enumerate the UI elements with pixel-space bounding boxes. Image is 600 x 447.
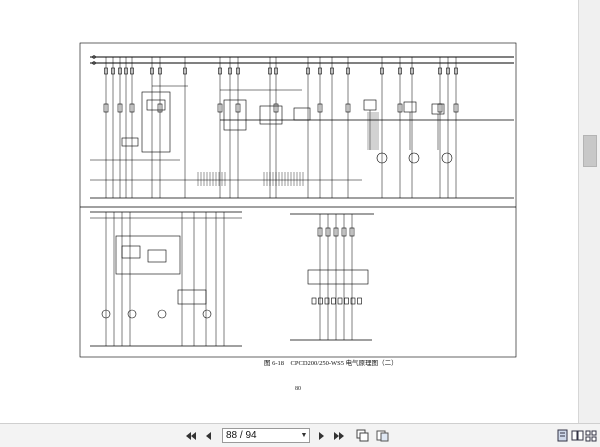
terminal-pin xyxy=(311,297,317,305)
fuse xyxy=(130,67,134,75)
fuse xyxy=(410,67,414,75)
fuse xyxy=(349,227,355,237)
fuse xyxy=(317,227,323,237)
terminal-strip xyxy=(307,269,369,285)
fuse xyxy=(333,227,339,237)
controller-block xyxy=(403,101,417,113)
dropdown-icon[interactable]: ▼ xyxy=(300,432,308,439)
resistor xyxy=(121,137,139,147)
terminal-pin xyxy=(344,297,349,305)
fuse xyxy=(268,67,272,75)
first-page-icon[interactable] xyxy=(183,428,199,443)
electrical-schematic xyxy=(79,42,517,358)
fuse xyxy=(306,67,310,75)
lamp-symbol xyxy=(157,309,167,319)
fuse xyxy=(236,67,240,75)
fuse xyxy=(274,67,278,75)
next-page-icon[interactable] xyxy=(313,428,329,443)
page-number: 80 xyxy=(295,386,301,392)
single-page-view-icon[interactable] xyxy=(554,428,570,443)
relay-module xyxy=(147,249,167,263)
relay-contact xyxy=(103,103,109,113)
relay-contact xyxy=(317,103,323,113)
relay-module xyxy=(223,99,247,131)
scrollbar-thumb[interactable] xyxy=(583,135,597,167)
relay-contact xyxy=(453,103,459,113)
control-module xyxy=(115,235,181,275)
copy-icon[interactable] xyxy=(354,428,370,443)
relay-module xyxy=(293,107,311,121)
page-number-field[interactable]: 88 / 94 ▼ xyxy=(222,428,310,443)
terminal-pin xyxy=(331,297,336,305)
fuse xyxy=(438,67,442,75)
motor-symbol xyxy=(376,152,388,164)
previous-page-icon[interactable] xyxy=(201,428,217,443)
vertical-scrollbar[interactable] xyxy=(578,0,600,423)
fuse xyxy=(398,67,402,75)
controller-block xyxy=(363,99,377,111)
fuse xyxy=(330,67,334,75)
fuse xyxy=(341,227,347,237)
relay-contact xyxy=(157,103,163,113)
last-page-icon[interactable] xyxy=(331,428,347,443)
fuse xyxy=(183,67,187,75)
figure-caption: 图 6-18 CPCD200/250-WS5 电气原理图（二） xyxy=(264,360,398,367)
fuse xyxy=(150,67,154,75)
relay-module xyxy=(141,91,171,153)
lamp-symbol xyxy=(202,309,212,319)
relay-contact xyxy=(217,103,223,113)
fuse xyxy=(158,67,162,75)
pdf-page: 图 6-18 CPCD200/250-WS5 电气原理图（二） 80 xyxy=(2,0,574,423)
relay-contact xyxy=(117,103,123,113)
relay-contact xyxy=(129,103,135,113)
coil xyxy=(146,99,166,111)
relay-contact xyxy=(273,103,279,113)
lamp-symbol xyxy=(101,309,111,319)
fuse xyxy=(325,227,331,237)
lamp-symbol xyxy=(127,309,137,319)
terminal xyxy=(92,61,96,65)
fuse xyxy=(446,67,450,75)
relay-module xyxy=(121,245,141,259)
fuse xyxy=(318,67,322,75)
grid-view-icon[interactable] xyxy=(584,428,598,443)
relay-contact xyxy=(345,103,351,113)
diagram-frame xyxy=(79,42,517,358)
motor-symbol xyxy=(441,152,453,164)
fuse xyxy=(104,67,108,75)
fuse xyxy=(454,67,458,75)
relay-contact xyxy=(235,103,241,113)
fuse xyxy=(218,67,222,75)
relay-contact xyxy=(397,103,403,113)
two-page-view-icon[interactable] xyxy=(569,428,585,443)
fuse xyxy=(228,67,232,75)
fuse xyxy=(124,67,128,75)
motor-symbol xyxy=(408,152,420,164)
page-indicator: 88 / 94 xyxy=(226,430,257,441)
document-viewport[interactable]: 图 6-18 CPCD200/250-WS5 电气原理图（二） 80 xyxy=(0,0,578,423)
relay-module xyxy=(259,105,283,125)
connector-block xyxy=(177,289,207,305)
viewer-toolbar: 88 / 94 ▼ xyxy=(0,423,600,447)
fuse xyxy=(380,67,384,75)
layers-icon[interactable] xyxy=(374,428,390,443)
terminal-pin xyxy=(357,297,362,305)
fuse xyxy=(118,67,122,75)
terminal-pin xyxy=(337,297,343,305)
fuse xyxy=(111,67,115,75)
terminal-pin xyxy=(318,297,323,305)
terminal xyxy=(92,55,96,59)
terminal-pin xyxy=(324,297,330,305)
terminal-pin xyxy=(350,297,356,305)
fuse xyxy=(346,67,350,75)
